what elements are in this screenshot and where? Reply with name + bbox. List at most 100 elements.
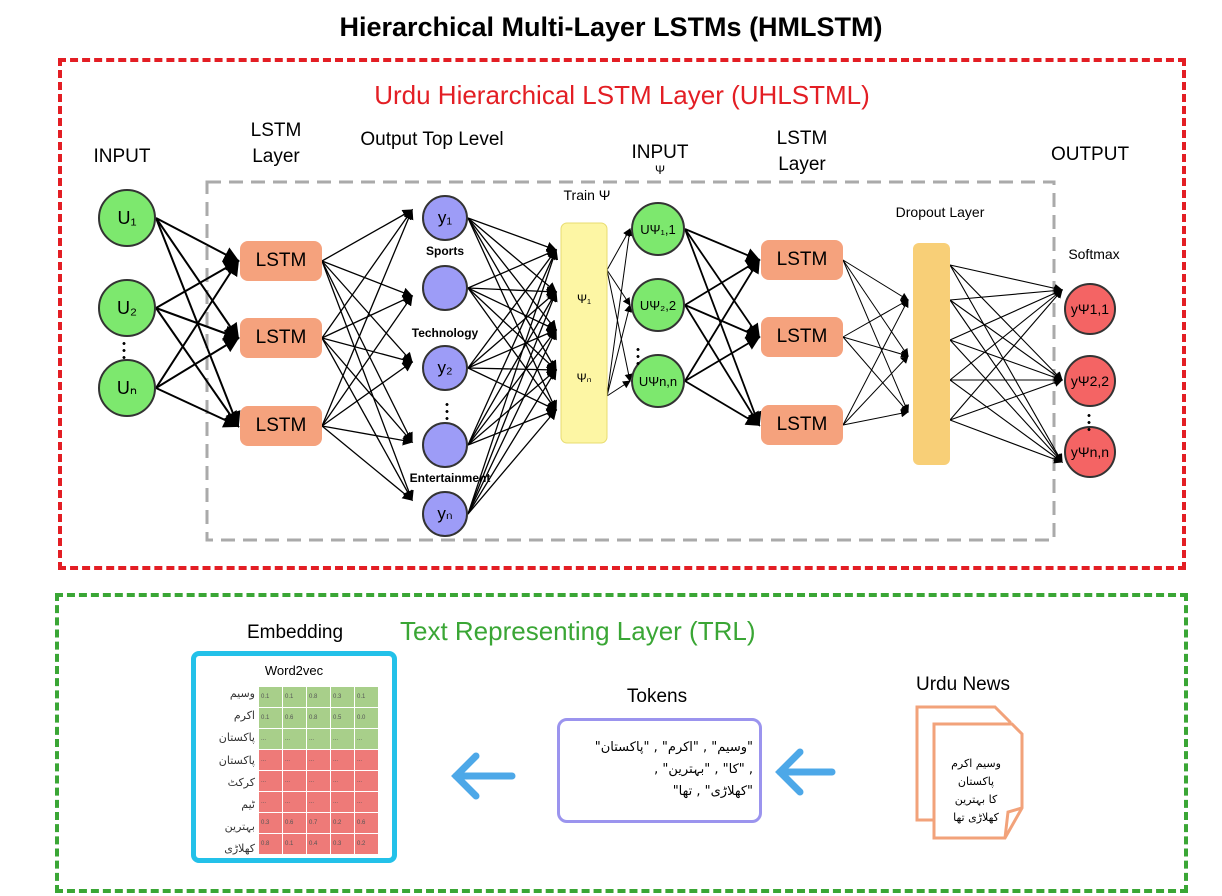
network-edge	[321, 425, 414, 446]
left-arrow-icon	[451, 752, 516, 800]
y-psi-node: yΨ2,2	[1064, 355, 1116, 407]
embedding-cell: ...	[354, 728, 379, 750]
lstm2-node: LSTM	[761, 240, 843, 280]
embedding-cell: 0.6	[282, 812, 307, 834]
ellipsis-dots	[122, 340, 126, 360]
embedding-row-label: اکرم	[233, 709, 255, 723]
network-edge	[155, 217, 240, 340]
embedding-row-label: کھلاڑی	[224, 842, 255, 856]
network-edge	[684, 304, 760, 427]
embedding-cell: 0.2	[354, 833, 379, 855]
y-psi-node: yΨn,n	[1064, 426, 1116, 478]
tokens-line-3: "کھلاڑی" , تھا"	[672, 784, 753, 799]
category-technology: Technology	[411, 326, 479, 340]
network-edge	[684, 258, 760, 382]
psi-n-label: Ψₙ	[576, 371, 592, 385]
ellipsis-dots	[445, 401, 449, 421]
lstm-layer-label-line2: Layer	[252, 146, 300, 167]
network-edge	[467, 217, 557, 412]
y-node: yₙ	[422, 491, 468, 537]
network-edge	[606, 304, 633, 397]
network-edge	[949, 378, 1064, 421]
u-node: Uₙ	[98, 359, 156, 417]
y-node: y₁	[422, 195, 468, 241]
network-edge	[842, 259, 909, 413]
word2vec-label: Word2vec	[264, 663, 324, 678]
network-edge	[842, 355, 909, 426]
train-psi-block	[560, 222, 608, 444]
network-edge	[949, 289, 1063, 421]
network-edge	[949, 299, 1063, 463]
category-entertainment: Entertainment	[409, 471, 491, 485]
ellipsis-dots	[636, 346, 640, 366]
inner-dashed-box	[205, 180, 1056, 542]
category-sports: Sports	[425, 244, 464, 258]
network-edge	[684, 228, 761, 262]
lstm2-layer-label-line2: Layer	[778, 154, 826, 175]
network-edge	[321, 361, 414, 427]
network-edge	[467, 217, 557, 372]
tokens-line-2: , "کا" , "بہترین" ,	[654, 762, 753, 777]
lstm-node: LSTM	[240, 318, 322, 358]
embedding-cell: 0.5	[330, 707, 355, 729]
network-edge	[155, 259, 240, 389]
network-edge	[321, 260, 413, 444]
embedding-cell: ...	[258, 770, 283, 792]
u-node: U₁	[98, 189, 156, 247]
embedding-row-label: ٹیم	[241, 798, 255, 811]
uhlstml-title: Urdu Hierarchical LSTM Layer (UHLSTML)	[374, 80, 870, 110]
u-node: U₂	[98, 279, 156, 337]
network-edge	[949, 289, 1064, 341]
network-edge	[467, 328, 557, 446]
lstm2-node: LSTM	[761, 317, 843, 357]
network-edge	[467, 290, 557, 446]
y-node-blank	[422, 265, 468, 311]
embedding-cell: 0.8	[258, 833, 283, 855]
embedding-label: Embedding	[246, 622, 344, 643]
y-node: y₂	[422, 345, 468, 391]
dropout-layer-label: Dropout Layer	[895, 204, 985, 220]
embedding-cell: 0.1	[354, 686, 379, 708]
embedding-cell: ...	[330, 728, 355, 750]
network-edge	[684, 380, 761, 426]
network-edge	[842, 259, 909, 301]
left-arrow-icon	[775, 748, 836, 796]
input-label: INPUT	[93, 146, 151, 167]
network-edge	[155, 336, 240, 389]
embedding-cell: 0.1	[282, 833, 307, 855]
network-edge	[321, 294, 413, 427]
embedding-row-label: بہترین	[224, 820, 255, 834]
u-psi-node: UΨn,n	[631, 354, 685, 408]
lstm-node: LSTM	[240, 406, 322, 446]
network-edge	[467, 409, 557, 515]
network-edge	[949, 339, 1064, 382]
network-edge	[321, 260, 413, 363]
psi-1-label: Ψ₁	[576, 292, 592, 306]
embedding-cell: 0.6	[354, 812, 379, 834]
network-edge	[155, 217, 240, 262]
embedding-cell: ...	[354, 770, 379, 792]
network-edge	[321, 425, 414, 501]
network-edge	[321, 337, 413, 502]
tokens-box: "وسیم" , "اکرم" , "پاکستان" , "کا" , "بہ…	[557, 718, 762, 823]
network-edge	[842, 409, 909, 426]
network-edge	[949, 419, 1064, 464]
network-edge	[949, 289, 1063, 381]
embedding-cell: 0.0	[354, 707, 379, 729]
network-edge	[842, 299, 909, 338]
u-psi-node: UΨ₁,1	[631, 202, 685, 256]
network-edge	[155, 387, 240, 428]
ellipsis-dots	[1087, 412, 1091, 432]
embedding-row: ...............	[258, 749, 379, 771]
embedding-row-label: وسیم	[229, 687, 255, 700]
embedding-cell: 0.1	[258, 686, 283, 708]
network-edge	[949, 264, 1064, 293]
embedding-cell: 0.1	[282, 686, 307, 708]
embedding-row: ...............	[258, 770, 379, 792]
network-edge	[467, 248, 557, 446]
lstm2-layer-label-line1: LSTM	[776, 128, 828, 149]
